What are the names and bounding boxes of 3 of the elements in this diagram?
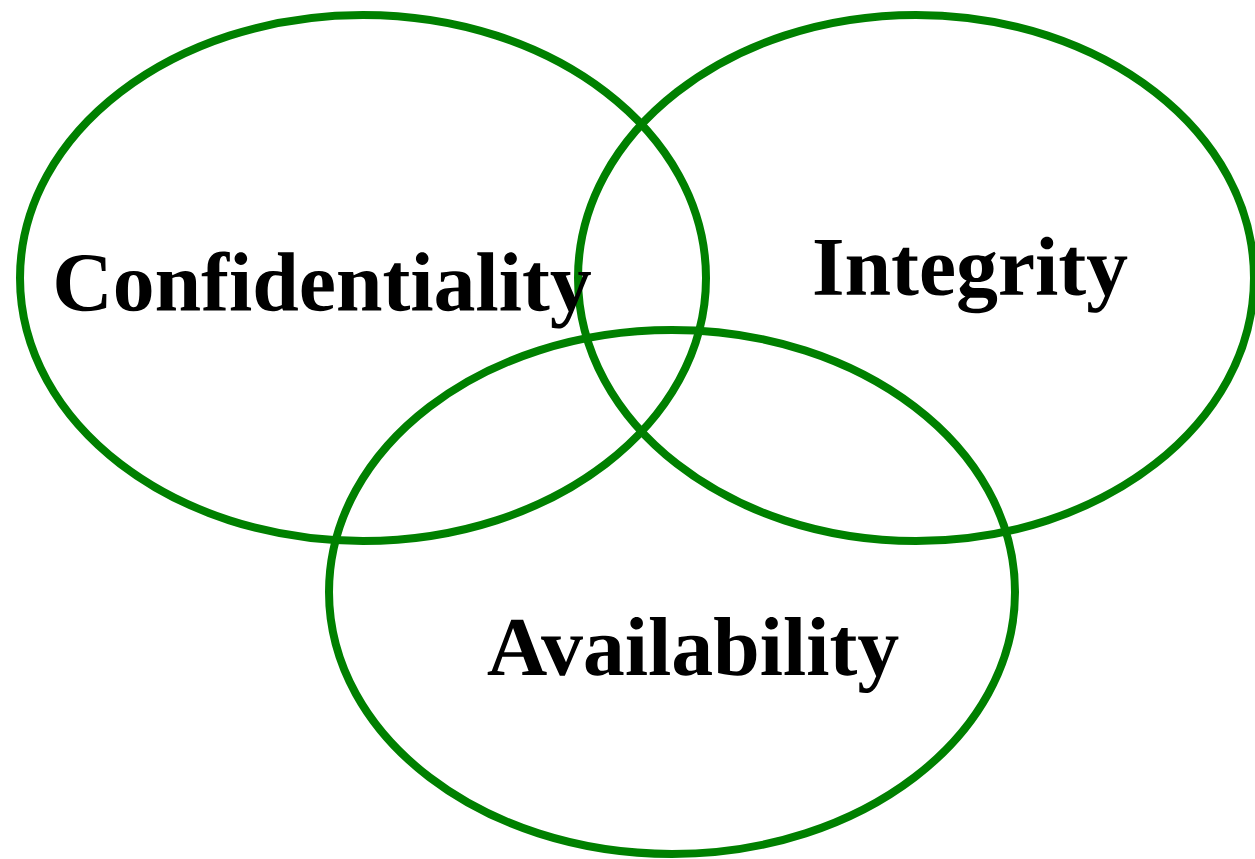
- ellipse-label: Availability: [487, 616, 899, 694]
- ellipse: [16, 11, 710, 545]
- ellipse-label: Integrity: [814, 236, 1128, 314]
